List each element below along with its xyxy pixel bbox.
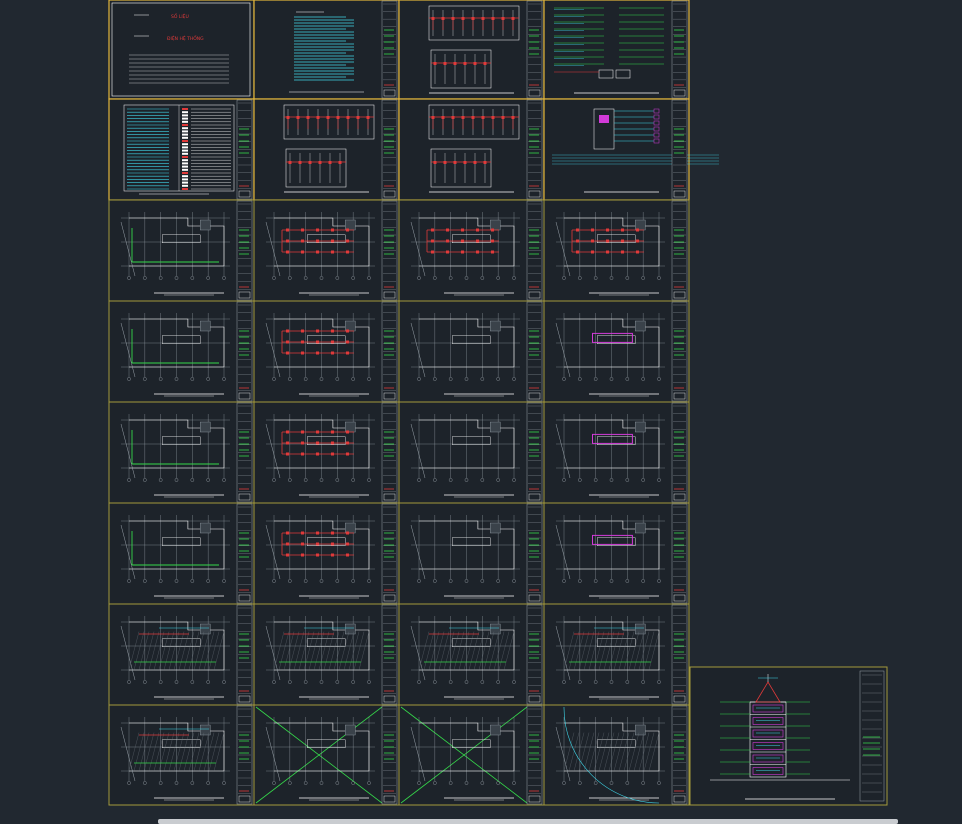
drawing-sheet xyxy=(253,98,400,201)
sheet-frame xyxy=(253,98,400,201)
arc-line xyxy=(563,706,660,804)
sheet-frame xyxy=(543,401,690,504)
drawing-sheet xyxy=(108,401,255,504)
drawing-sheet xyxy=(543,98,719,201)
drawing-sheet xyxy=(253,0,400,100)
sheet-frame xyxy=(398,0,545,100)
sheet-frame xyxy=(398,401,545,504)
drawing-sheet xyxy=(543,199,690,302)
sheet-frame xyxy=(253,0,400,100)
drawing-sheet xyxy=(108,603,255,706)
sheet-frame xyxy=(253,300,400,403)
drawing-sheet xyxy=(253,300,400,403)
riser-frame xyxy=(283,104,375,140)
drawing-sheet xyxy=(108,98,255,201)
sheet-frame xyxy=(108,401,255,504)
sheet-frame xyxy=(108,300,255,403)
sheet-frame xyxy=(543,502,690,605)
drawing-sheet xyxy=(543,401,690,504)
drawing-sheet xyxy=(253,603,400,706)
drawing-sheet xyxy=(543,603,690,706)
riser-frame xyxy=(428,104,520,140)
sheet-frame xyxy=(253,401,400,504)
sheet-frame xyxy=(253,502,400,605)
drawing-sheet xyxy=(543,0,690,100)
sheet-frame xyxy=(108,98,255,201)
sheet-frame xyxy=(543,199,690,302)
drawing-sheet xyxy=(398,603,545,706)
drawing-sheet xyxy=(398,0,545,100)
drawing-sheet: SỐ LIỆU ĐIỆN HỆ THỐNG xyxy=(108,0,255,100)
drawing-sheet xyxy=(543,300,690,403)
drawing-sheet xyxy=(108,300,255,403)
drawing-sheet xyxy=(398,199,545,302)
building-elevation-sheet xyxy=(689,666,888,806)
drawing-sheet xyxy=(398,98,545,201)
sheet-frame xyxy=(398,98,545,201)
sheet-frame xyxy=(108,0,255,100)
sheet-frame xyxy=(253,199,400,302)
sheet-frame xyxy=(689,666,888,806)
sheet-frame xyxy=(398,704,545,806)
drawing-sheet xyxy=(253,704,400,806)
sheet-frame xyxy=(543,704,690,806)
sheet-frame xyxy=(398,502,545,605)
circuit-line xyxy=(592,534,633,545)
drawing-sheet xyxy=(398,401,545,504)
roof xyxy=(755,681,781,703)
sheet-frame xyxy=(108,603,255,706)
drawing-sheet xyxy=(253,199,400,302)
sheet-frame xyxy=(108,502,255,605)
sheet-frame xyxy=(108,704,255,806)
sheet-frame xyxy=(108,199,255,302)
title-block xyxy=(859,670,885,802)
sheet-frame xyxy=(543,300,690,403)
sheet-frame xyxy=(253,603,400,706)
drawing-sheet xyxy=(543,704,690,806)
sheet-frame xyxy=(253,704,400,806)
drawing-sheet xyxy=(398,502,545,605)
sheet-frame xyxy=(398,199,545,302)
sheet-frame xyxy=(543,603,690,706)
sheet-frame xyxy=(398,603,545,706)
drawing-sheet xyxy=(253,502,400,605)
circuit-line xyxy=(592,433,633,444)
cover-title: SỐ LIỆU xyxy=(171,12,189,20)
drawing-sheet xyxy=(108,199,255,302)
sheet-frame xyxy=(543,98,690,201)
circuit-line xyxy=(592,332,633,343)
horizontal-scrollbar[interactable] xyxy=(158,819,898,824)
drawing-sheet xyxy=(398,300,545,403)
drawing-sheet xyxy=(108,704,255,806)
riser-frame xyxy=(428,5,520,41)
sheet-frame xyxy=(398,300,545,403)
drawing-sheet xyxy=(543,502,690,605)
cover-subtitle: ĐIỆN HỆ THỐNG xyxy=(167,34,204,42)
cover-border xyxy=(111,2,251,97)
drawing-sheet xyxy=(108,502,255,605)
panel-box xyxy=(598,69,614,79)
drawing-sheet xyxy=(253,401,400,504)
drawing-sheet xyxy=(398,704,545,806)
